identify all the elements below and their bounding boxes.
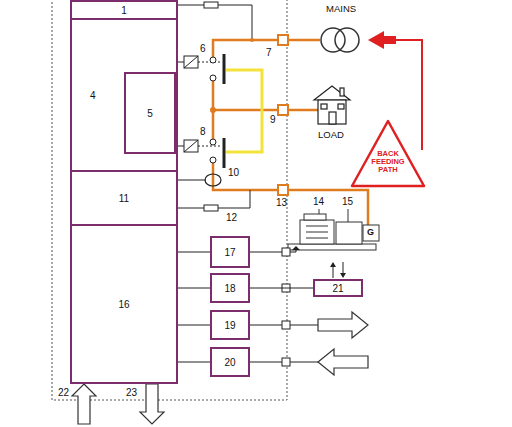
- signal-wire: [178, 252, 210, 253]
- block-number: 21: [332, 283, 343, 294]
- contactor: [178, 138, 224, 168]
- interlock-link: [226, 70, 262, 152]
- callout-number: 22: [58, 388, 69, 398]
- terminal-squares: [278, 35, 288, 195]
- signal-wire: [250, 288, 313, 289]
- interface-box: 20: [210, 347, 250, 377]
- contactor: [178, 54, 224, 84]
- block-number: 20: [224, 357, 235, 368]
- generator-set: [288, 209, 379, 250]
- controller-block: 1: [70, 0, 178, 20]
- callout-number: 23: [126, 388, 137, 398]
- signal-wire: [178, 325, 210, 326]
- load-label: LOAD: [318, 130, 344, 140]
- callout-number: 8: [200, 127, 206, 137]
- callout-number: 10: [228, 168, 239, 178]
- current-transformer: [178, 174, 221, 186]
- block-number: 18: [224, 283, 235, 294]
- input-arrow: [250, 349, 368, 375]
- control-line: [250, 246, 300, 256]
- mains-label: MAINS: [326, 4, 356, 14]
- supply-wire: [178, 2, 254, 42]
- device-box: 21: [313, 279, 363, 297]
- load-house: [314, 86, 350, 124]
- block-number: 19: [224, 320, 235, 331]
- block-number: 5: [147, 108, 153, 119]
- power-wires: [213, 40, 368, 226]
- interface-box: 18: [210, 273, 250, 303]
- callout-number: 14: [313, 197, 324, 207]
- output-arrow: [250, 312, 368, 338]
- block-number: 1: [121, 5, 127, 16]
- controller-block: 16: [70, 224, 178, 384]
- block-number: 17: [224, 247, 235, 258]
- generator-letter: G: [367, 228, 374, 237]
- signal-arrows: [330, 262, 346, 278]
- warning-triangle: BACK FEEDING PATH: [350, 118, 426, 188]
- signal-wire: [178, 362, 210, 363]
- signal-wire: [178, 288, 210, 289]
- controller-housing: [52, 0, 287, 400]
- warning-text: BACK FEEDING PATH: [365, 150, 411, 174]
- block-number: 16: [118, 299, 129, 310]
- callout-number: 15: [342, 197, 353, 207]
- controller-block: 11: [70, 170, 178, 226]
- block-number: 4: [90, 90, 96, 101]
- input-arrow: [72, 384, 96, 424]
- output-arrow: [140, 384, 164, 424]
- controller-block: 45: [70, 18, 178, 172]
- interface-box: 19: [210, 310, 250, 340]
- interface-box: 17: [210, 236, 250, 268]
- callout-number: 13: [276, 198, 287, 208]
- junction-dot: [210, 107, 216, 113]
- block-number: 11: [119, 193, 129, 204]
- fuse: [178, 190, 250, 211]
- mains-symbol: [321, 28, 359, 52]
- sub-block: 5: [124, 72, 176, 154]
- callout-number: 7: [266, 48, 272, 58]
- callout-number: 6: [200, 44, 206, 54]
- callout-number: 9: [270, 115, 276, 125]
- callout-number: 12: [226, 213, 237, 223]
